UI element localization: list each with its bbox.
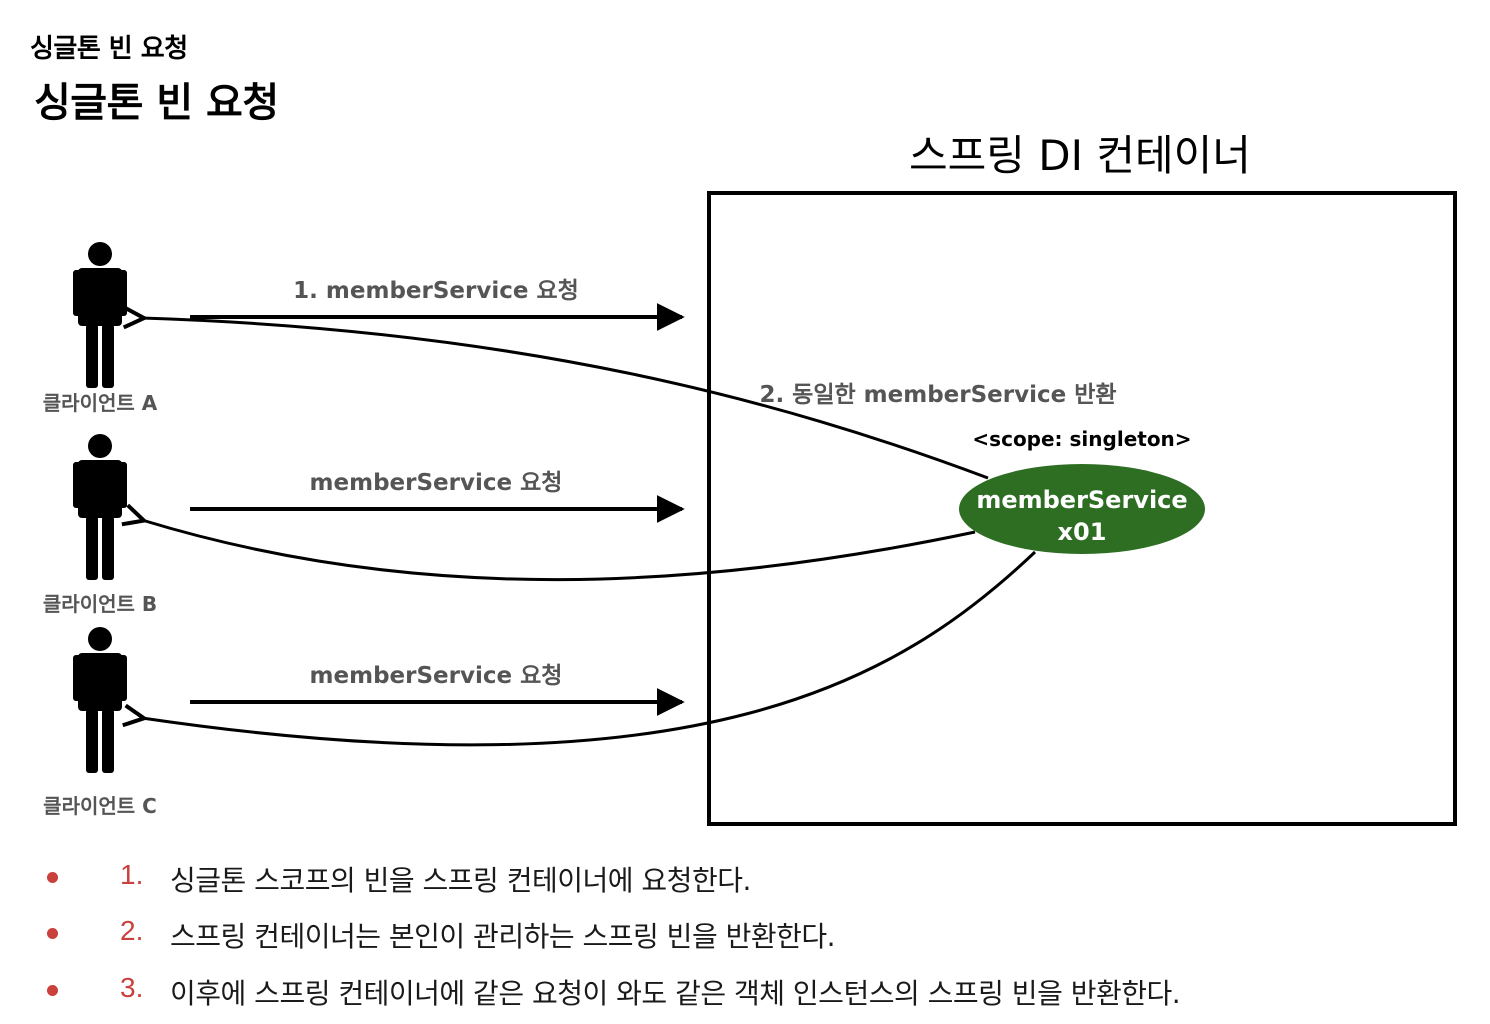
list-item-number: 1. bbox=[120, 859, 144, 890]
return-arrow-a bbox=[142, 318, 989, 480]
list-item-text: 이후에 스프링 컨테이너에 같은 요청이 와도 같은 객체 인스턴스의 스프링 … bbox=[170, 977, 1181, 1010]
client-b-figure bbox=[73, 434, 127, 580]
client-c-figure bbox=[73, 627, 127, 773]
page-title: 싱글톤 빈 요청 bbox=[34, 80, 279, 126]
bean-instance: x01 bbox=[1058, 518, 1107, 546]
list-item: 1. 싱글톤 스코프의 빈을 스프링 컨테이너에 요청한다. bbox=[0, 855, 1490, 897]
di-container-box bbox=[707, 191, 1457, 826]
bean-name: memberService bbox=[976, 486, 1187, 514]
list-item-number: 3. bbox=[120, 972, 144, 1003]
member-service-bean bbox=[959, 464, 1205, 554]
singleton-diagram: 스프링 DI 컨테이너 클라이언트 A 클라이언트 B 클라이언트 C 1. m… bbox=[43, 131, 1457, 826]
request-label-a: 1. memberService 요청 bbox=[293, 278, 579, 304]
breadcrumb: 싱글톤 빈 요청 bbox=[30, 34, 188, 64]
client-b-label: 클라이언트 B bbox=[43, 592, 157, 616]
client-a-label: 클라이언트 A bbox=[43, 391, 158, 415]
client-a-figure bbox=[73, 242, 127, 388]
di-container-label: 스프링 DI 컨테이너 bbox=[909, 131, 1251, 180]
list-item: 3. 이후에 스프링 컨테이너에 같은 요청이 와도 같은 객체 인스턴스의 스… bbox=[0, 968, 1490, 1010]
scope-label: <scope: singleton> bbox=[972, 427, 1191, 451]
request-label-c: memberService 요청 bbox=[310, 663, 563, 689]
request-label-b: memberService 요청 bbox=[310, 470, 563, 496]
return-arrow-b bbox=[142, 520, 976, 582]
bullet-dot bbox=[47, 985, 58, 996]
client-c-label: 클라이언트 C bbox=[43, 794, 157, 818]
list-item-text: 스프링 컨테이너는 본인이 관리하는 스프링 빈을 반환한다. bbox=[170, 920, 836, 953]
bullet-dot bbox=[47, 928, 58, 939]
list-item-number: 2. bbox=[120, 915, 144, 946]
return-label: 2. 동일한 memberService 반환 bbox=[759, 382, 1116, 408]
list-item: 2. 스프링 컨테이너는 본인이 관리하는 스프링 빈을 반환한다. bbox=[0, 911, 1490, 953]
return-arrow-c bbox=[142, 550, 1037, 747]
list-item-text: 싱글톤 스코프의 빈을 스프링 컨테이너에 요청한다. bbox=[170, 864, 751, 897]
bullet-dot bbox=[47, 872, 58, 883]
